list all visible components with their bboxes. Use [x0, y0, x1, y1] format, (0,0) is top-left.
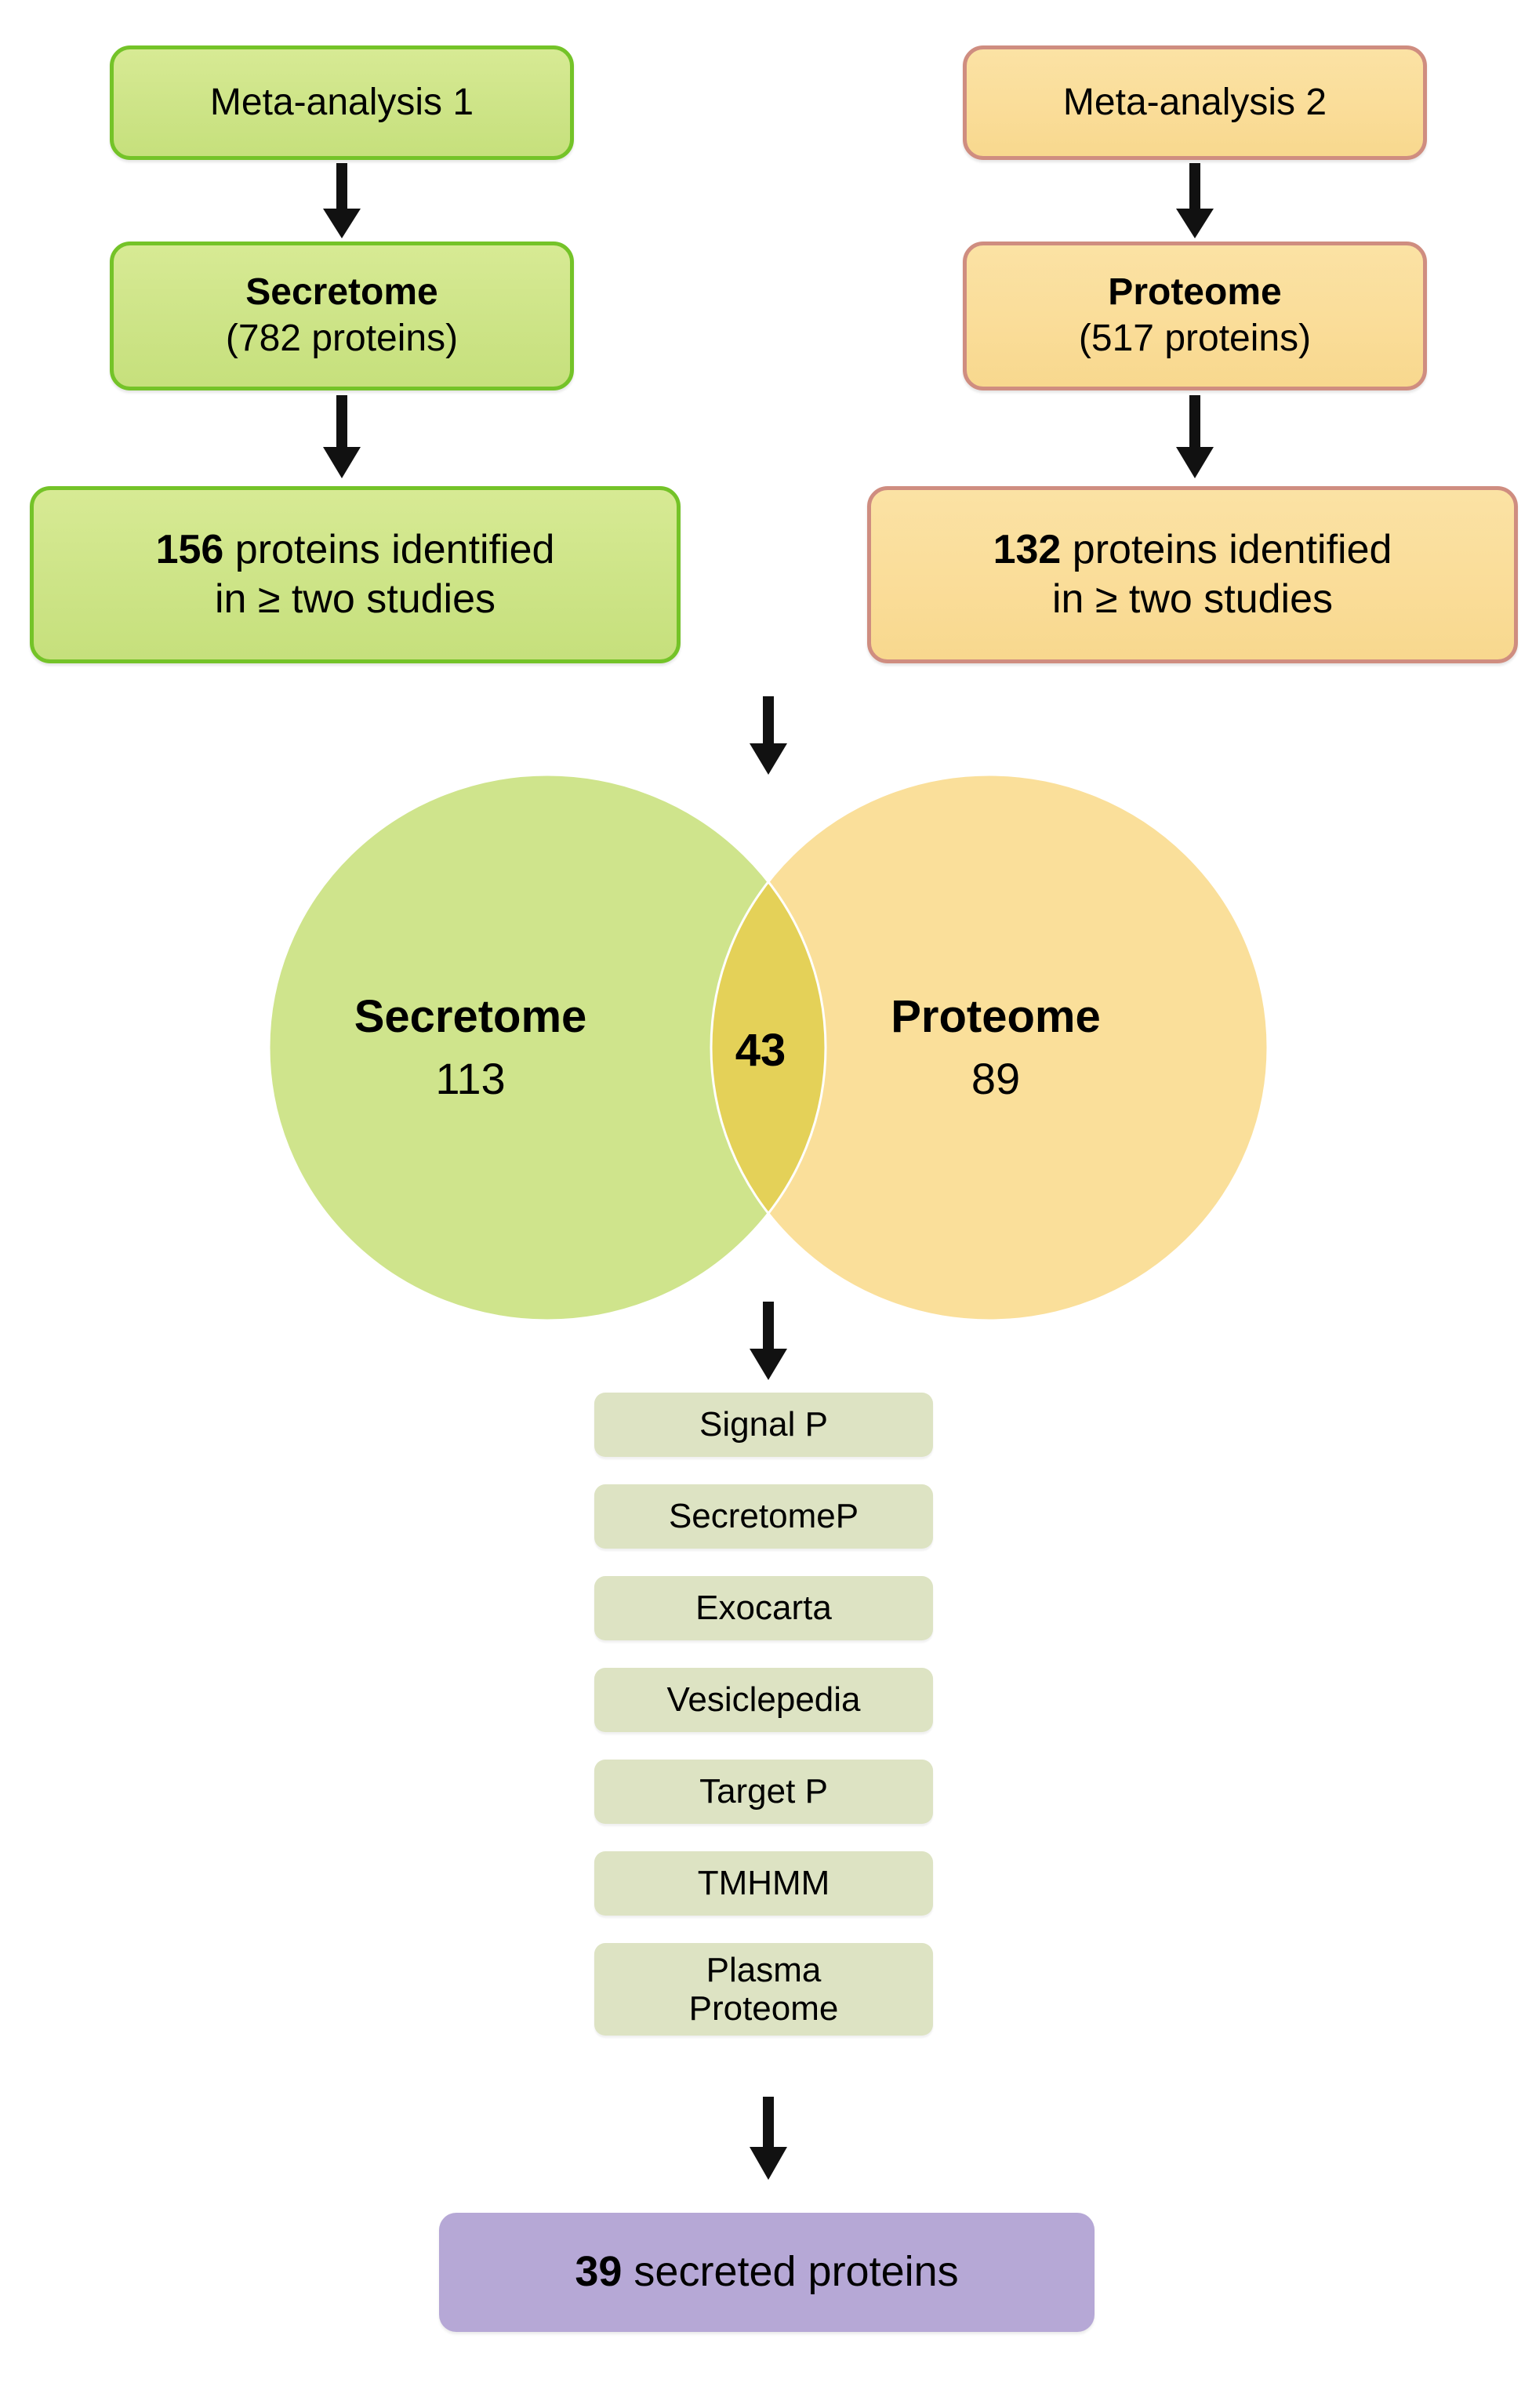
- tool-label-target-p: Target P: [699, 1772, 828, 1811]
- arrow-venn-to-tools: [743, 1302, 793, 1380]
- tool-label-plasma: Plasma: [706, 1950, 822, 1989]
- tool-box-tmhmm: TMHMM: [594, 1851, 933, 1916]
- box-132-proteins-identified: 132 proteins identified in ≥ two studies: [867, 486, 1518, 663]
- venn-circle-secretome: [269, 775, 826, 1320]
- count-156: 156: [155, 526, 224, 572]
- arrow-proteome-to-132: [1170, 395, 1220, 478]
- venn-label-proteome: Proteome: [891, 991, 1101, 1042]
- tool-label-vesiclepedia: Vesiclepedia: [666, 1680, 861, 1720]
- tool-label-signal-p: Signal P: [699, 1405, 828, 1444]
- arrow-meta2-to-proteome: [1170, 163, 1220, 238]
- meta-analysis-2-label: Meta-analysis 2: [1062, 81, 1327, 123]
- tool-label-tmhmm: TMHMM: [697, 1864, 830, 1903]
- text-two-studies-left: in ≥ two studies: [214, 576, 496, 622]
- secretome-subtitle: (782 proteins): [225, 318, 459, 359]
- tool-box-secretomep: SecretomeP: [594, 1484, 933, 1549]
- text-two-studies-right: in ≥ two studies: [1051, 576, 1334, 622]
- text-proteins-identified-left: proteins identified: [223, 526, 555, 572]
- tool-label-exocarta: Exocarta: [695, 1589, 832, 1628]
- venn-circle-proteome: [711, 775, 1268, 1320]
- arrow-meta1-to-secretome: [317, 163, 367, 238]
- count-132: 132: [993, 526, 1062, 572]
- venn-label-secretome: Secretome: [354, 991, 587, 1042]
- line-156-identified: 156 proteins identified: [156, 525, 555, 575]
- venn-diagram: Secretome 113 43 Proteome 89: [227, 775, 1309, 1320]
- tool-box-vesiclepedia: Vesiclepedia: [594, 1668, 933, 1732]
- tool-box-exocarta: Exocarta: [594, 1576, 933, 1640]
- arrow-tools-to-result: [743, 2097, 793, 2180]
- count-39: 39: [575, 2248, 623, 2296]
- proteome-subtitle: (517 proteins): [1078, 318, 1312, 359]
- proteome-title: Proteome: [1108, 271, 1282, 314]
- venn-count-proteome: 89: [971, 1054, 1021, 1103]
- meta-analysis-1-label: Meta-analysis 1: [209, 81, 474, 123]
- line-132-identified: 132 proteins identified: [993, 525, 1392, 575]
- tool-box-plasma-proteome: Plasma Proteome: [594, 1943, 933, 2036]
- box-proteome-source: Proteome (517 proteins): [963, 242, 1427, 390]
- final-result-line: 39 secreted proteins: [575, 2246, 958, 2298]
- box-secretome-source: Secretome (782 proteins): [110, 242, 574, 390]
- venn-count-intersection: 43: [735, 1025, 786, 1076]
- arrow-to-venn: [743, 696, 793, 775]
- venn-count-secretome: 113: [435, 1054, 506, 1103]
- arrow-secretome-to-156: [317, 395, 367, 478]
- tool-label-proteome: Proteome: [688, 1989, 839, 2028]
- tool-label-secretomep: SecretomeP: [668, 1497, 859, 1536]
- box-final-result: 39 secreted proteins: [439, 2213, 1095, 2332]
- text-secreted-proteins: secreted proteins: [622, 2248, 959, 2296]
- tool-box-target-p: Target P: [594, 1760, 933, 1824]
- box-meta-analysis-2: Meta-analysis 2: [963, 45, 1427, 160]
- text-proteins-identified-right: proteins identified: [1061, 526, 1392, 572]
- box-156-proteins-identified: 156 proteins identified in ≥ two studies: [30, 486, 681, 663]
- box-meta-analysis-1: Meta-analysis 1: [110, 45, 574, 160]
- tool-box-signal-p: Signal P: [594, 1393, 933, 1457]
- secretome-title: Secretome: [245, 271, 438, 314]
